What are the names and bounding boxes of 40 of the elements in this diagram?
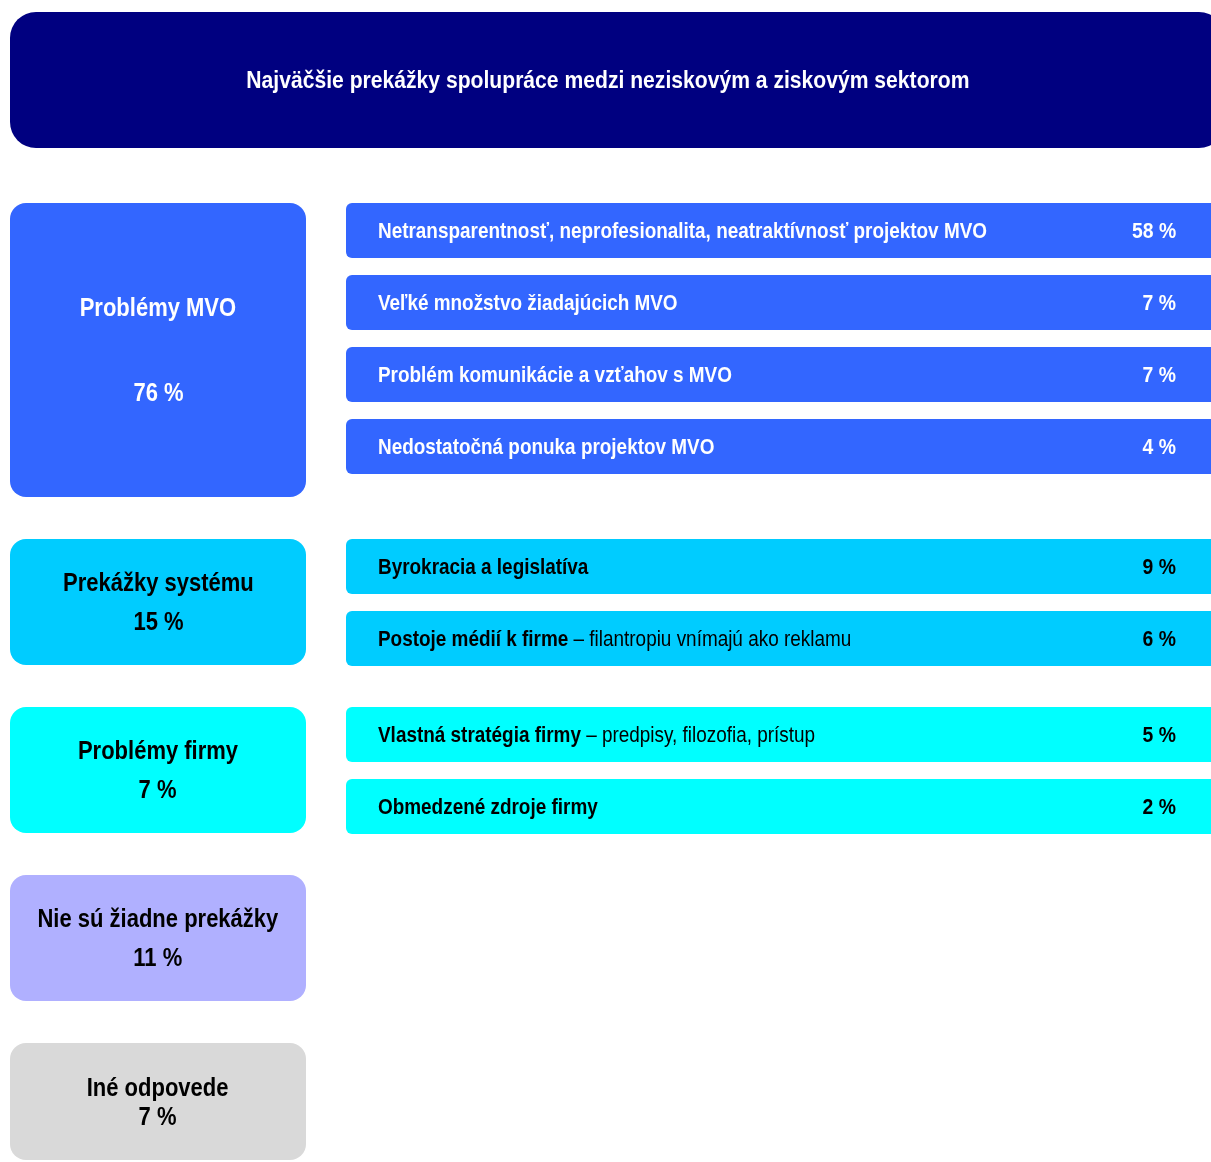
percentage: 9 %	[1142, 553, 1176, 580]
category-label: Nie sú žiadne prekážky	[37, 904, 279, 933]
percentage: 7 %	[1142, 289, 1176, 316]
category-label: Problémy firmy	[77, 736, 239, 765]
category-label: Iné odpovede	[87, 1072, 229, 1102]
item-label: Problém komunikácie a vzťahov s MVO	[378, 361, 732, 388]
percentage: 6 %	[1142, 625, 1176, 652]
percentage: 5 %	[1142, 721, 1176, 748]
item-label: Postoje médií k firme – filantropiu vnímajú ako reklamu	[378, 625, 852, 652]
item-bar	[346, 419, 1211, 474]
item-label: Obmedzené zdroje firmy	[378, 793, 598, 820]
percentage: 7 %	[1142, 361, 1176, 388]
category-box	[10, 203, 306, 497]
item-label: Vlastná stratégia firmy – predpisy, filozofia, prístup	[378, 721, 816, 748]
item-label: Netransparentnosť, neprofesionalita, neatraktívnosť projektov MVO	[378, 217, 987, 244]
category-label: Prekážky systému	[62, 568, 254, 597]
item-label: Byrokracia a legislatíva	[378, 553, 589, 580]
item-bar	[346, 707, 1211, 762]
percentage: 7 %	[139, 775, 177, 804]
title: Najväčšie prekážky spolupráce medzi neziskovým a ziskovým sektorom	[245, 66, 970, 94]
category-box	[10, 875, 306, 1001]
item-bar	[346, 203, 1211, 258]
item-bar	[346, 347, 1211, 402]
item-label: Nedostatočná ponuka projektov MVO	[378, 433, 715, 460]
percentage: 11 %	[133, 943, 183, 972]
percentage: 76 %	[132, 378, 184, 407]
percentage: 15 %	[132, 607, 184, 636]
item-label: Veľké množstvo žiadajúcich MVO	[378, 289, 678, 316]
category-box	[10, 1043, 306, 1160]
percentage: 58 %	[1131, 217, 1176, 244]
category-label: Problémy MVO	[79, 293, 237, 322]
item-bar	[346, 611, 1211, 666]
percentage: 7 %	[139, 1101, 177, 1131]
category-box	[10, 539, 306, 665]
category-box	[10, 707, 306, 833]
item-bar	[346, 539, 1211, 594]
item-bar	[346, 779, 1211, 834]
item-bar	[346, 275, 1211, 330]
percentage: 4 %	[1142, 433, 1176, 460]
percentage: 2 %	[1142, 793, 1176, 820]
